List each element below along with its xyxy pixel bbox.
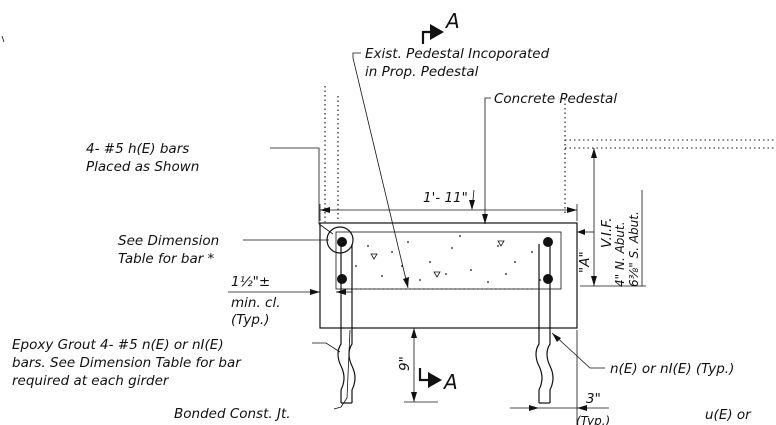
concrete-pedestal-label: Concrete Pedestal: [494, 91, 617, 107]
dimension-n-abut-label: 4" N. Abut.: [613, 221, 627, 287]
concrete-stipple: [355, 235, 541, 283]
bonded-jt-label: Bonded Const. Jt.: [174, 406, 291, 422]
dimension-spacing-label: 3": [586, 391, 601, 407]
section-cut-top-line: [421, 30, 430, 44]
aggregate-mark: [497, 240, 505, 247]
clearance-line1: min. cl.: [231, 295, 281, 311]
h-bars-line2: Placed as Shown: [86, 159, 199, 175]
section-cut-bottom-line: [418, 368, 428, 382]
stray-mark: [1, 35, 5, 43]
section-cut-bottom: A: [418, 368, 458, 394]
label-n-bars: n(E) or nI(E) (Typ.): [551, 332, 734, 377]
epoxy-line1: Epoxy Grout 4- #5 n(E) or nI(E): [12, 337, 224, 353]
epoxy-line3: required at each girder: [12, 373, 170, 389]
h-bar: [337, 237, 347, 247]
aggregate-mark: [433, 271, 441, 278]
label-exist-pedestal: Exist. Pedestal Incoporated in Prop. Ped…: [352, 46, 550, 289]
dimension-embed: 9": [397, 328, 438, 403]
label-clearance: 1½"± min. cl. (Typ.): [228, 274, 352, 328]
label-concrete-pedestal: Concrete Pedestal: [482, 91, 617, 224]
label-epoxy-grout: Epoxy Grout 4- #5 n(E) or nI(E) bars. Se…: [12, 337, 341, 389]
dimension-table-line1: See Dimension: [118, 233, 219, 249]
label-u-bars: u(E) or: [705, 407, 752, 423]
u-bars-label: u(E) or: [705, 407, 752, 423]
section-cut-top: A: [421, 9, 460, 44]
exist-pedestal-line2: in Prop. Pedestal: [365, 64, 479, 80]
dimension-vif-label: V.I.F.: [599, 217, 615, 248]
dimension-spacing: 3" (Typ.): [510, 330, 610, 425]
pedestal-outline: [319, 222, 578, 329]
dimension-embed-label: 9": [397, 356, 413, 371]
label-h-bars: 4- #5 h(E) bars Placed as Shown: [86, 141, 334, 235]
section-cut-top-label: A: [444, 9, 460, 33]
epoxy-line2: bars. See Dimension Table for bar: [12, 355, 242, 371]
existing-pedestal-outline: [335, 231, 562, 290]
section-cut-bottom-label: A: [442, 370, 458, 394]
clearance-line2: (Typ.): [231, 312, 269, 328]
h-bar: [543, 237, 553, 247]
dimension-width-label: 1'- 11": [423, 190, 468, 206]
aggregate-mark: [370, 253, 378, 260]
n-bars-label: n(E) or nI(E) (Typ.): [610, 361, 734, 377]
dimension-right: "A" V.I.F. 4" N. Abut. 6⅜" S. Abut.: [577, 148, 646, 287]
h-bar: [337, 274, 347, 284]
dimension-width: 1'- 11": [319, 189, 578, 221]
dimension-s-abut-label: 6⅜" S. Abut.: [627, 211, 641, 287]
label-dimension-table: See Dimension Table for bar *: [118, 233, 329, 267]
clearance-value: 1½"±: [231, 274, 270, 290]
dimension-table-line2: Table for bar *: [118, 251, 215, 267]
dimension-spacing-note: (Typ.): [576, 414, 610, 425]
section-cut-bottom-arrow-icon: [428, 372, 442, 388]
dowel-bars: [337, 244, 554, 404]
h-bars-line1: 4- #5 h(E) bars: [86, 141, 189, 157]
dimension-a-label: "A": [577, 251, 593, 273]
exist-pedestal-line1: Exist. Pedestal Incoporated: [365, 46, 550, 62]
section-cut-top-arrow-icon: [430, 24, 444, 40]
h-bar: [543, 274, 553, 284]
label-bonded-jt: Bonded Const. Jt.: [174, 329, 351, 422]
